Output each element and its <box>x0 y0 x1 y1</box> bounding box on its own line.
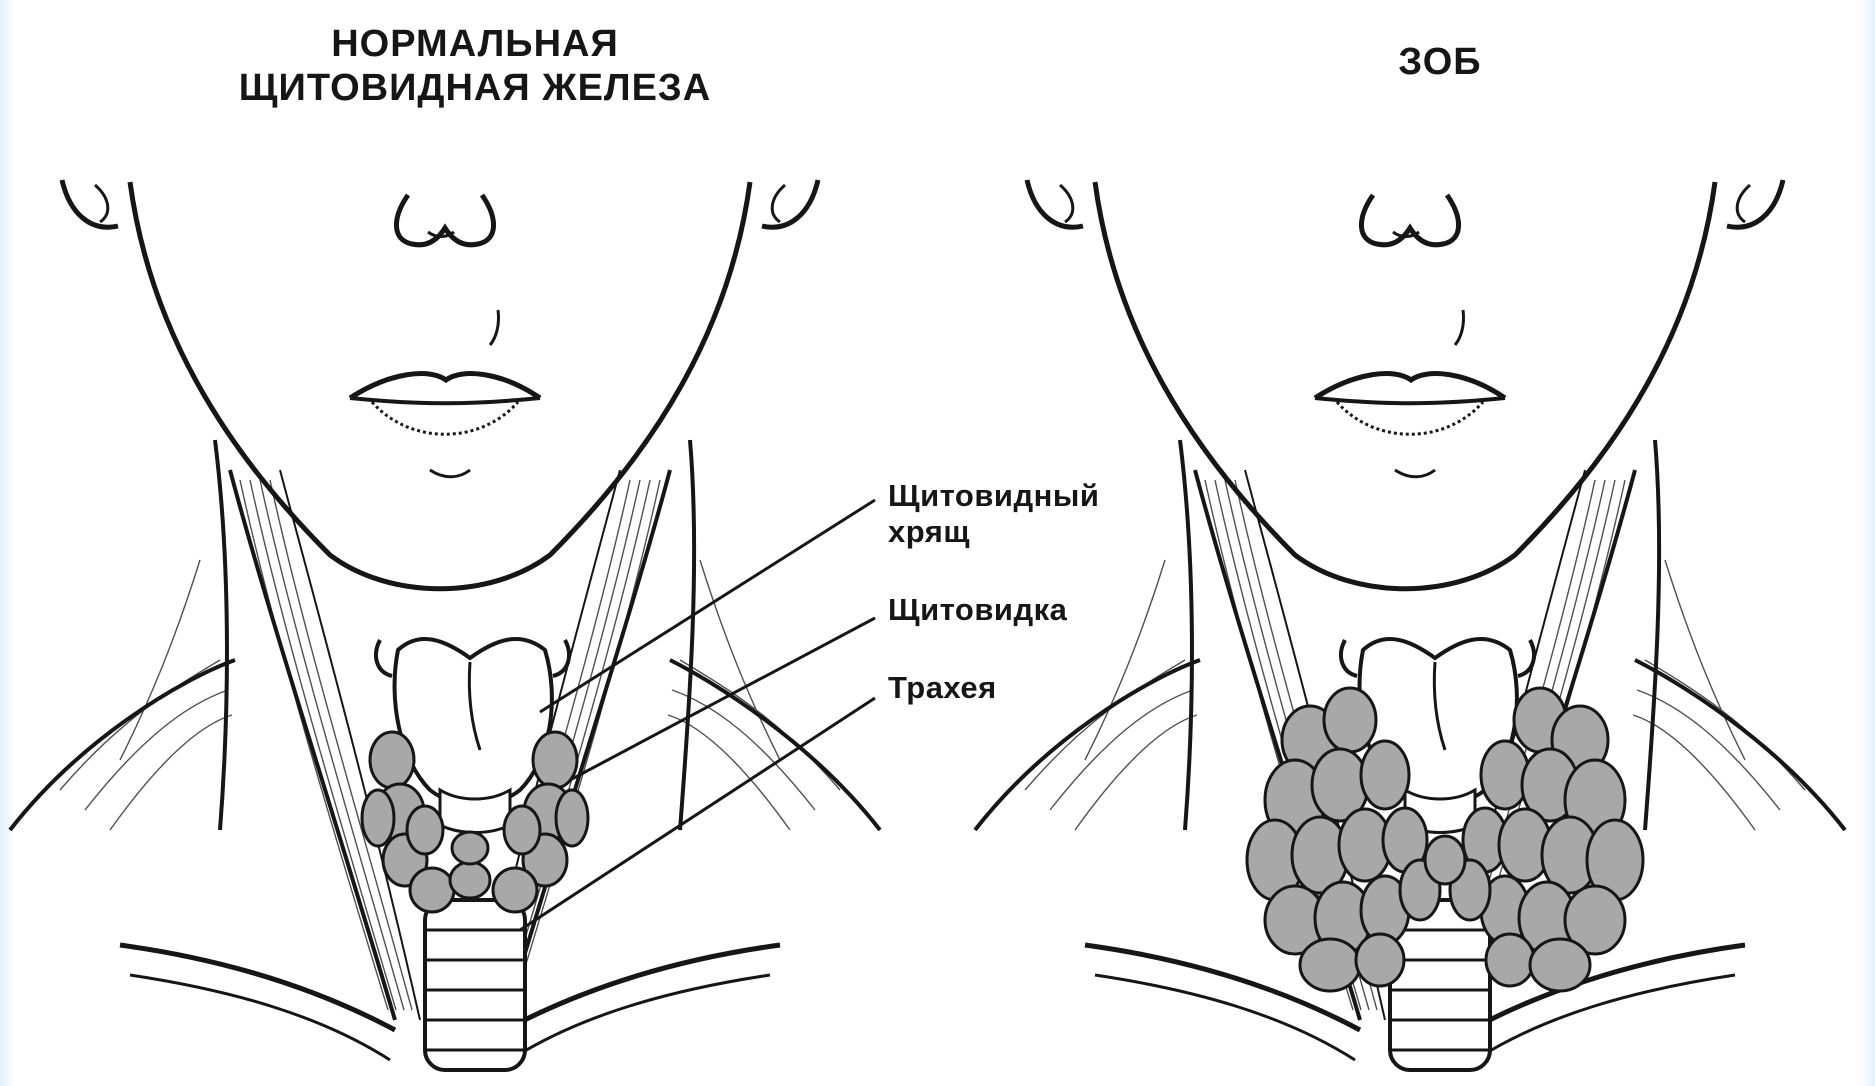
label-trachea: Трахея <box>888 670 997 706</box>
title-goiter: ЗОБ <box>1340 40 1540 84</box>
title-normal-line2: ЩИТОВИДНАЯ ЖЕЛЕЗА <box>205 66 745 110</box>
label-thyroid-cartilage: Щитовидный хрящ <box>888 478 1099 550</box>
label-thyroid-cartilage-line2: хрящ <box>888 514 1099 550</box>
title-normal-thyroid: НОРМАЛЬНАЯ ЩИТОВИДНАЯ ЖЕЛЕЗА <box>205 22 745 110</box>
leader-lines <box>520 500 875 930</box>
goiter-figure <box>975 180 1845 1070</box>
label-thyroid-cartilage-line1: Щитовидный <box>888 478 1099 514</box>
title-goiter-text: ЗОБ <box>1340 40 1540 84</box>
normal-thyroid-figure <box>10 180 880 1070</box>
label-thyroid-gland: Щитовидка <box>888 592 1067 628</box>
label-thyroid-gland-text: Щитовидка <box>888 592 1067 628</box>
leader-thyroid-gland <box>570 618 875 780</box>
title-normal-line1: НОРМАЛЬНАЯ <box>205 22 745 66</box>
label-trachea-text: Трахея <box>888 670 997 706</box>
